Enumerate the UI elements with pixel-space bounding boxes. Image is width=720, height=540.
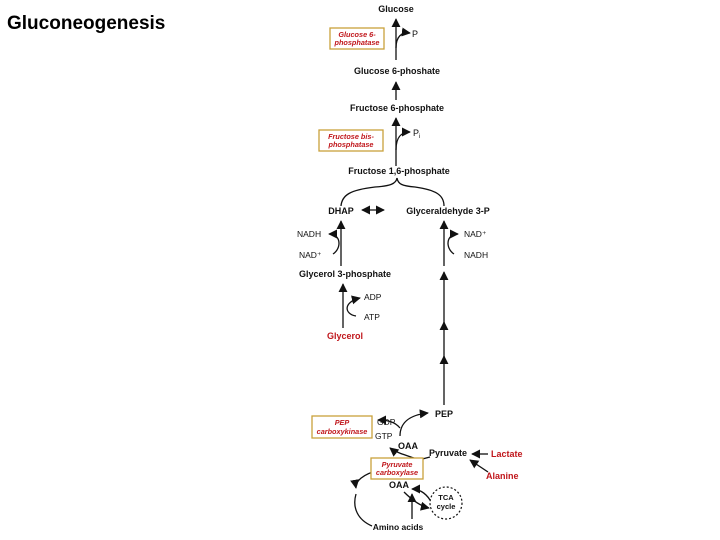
glucose-6-phosphate-label: Glucose 6-phoshate: [354, 66, 440, 76]
glucose-label: Glucose: [378, 4, 414, 14]
enzyme-label-pc-line2: carboxylase: [376, 468, 418, 477]
gdp-label: GDP: [377, 417, 396, 427]
amino-acids-label: Amino acids: [373, 522, 424, 532]
arrow-tca-to-oaa: [411, 484, 431, 501]
arrow-oaa-to-tca: [403, 491, 430, 511]
atp-adp-curve: [346, 295, 361, 317]
tca-label-line1: TCA: [438, 493, 454, 502]
phosphate-label-2: Pi: [413, 128, 420, 140]
arrow-oaa-to-pep: [399, 409, 429, 437]
amino-acids-loop: [354, 493, 373, 527]
gtp-gdp-curve: [377, 415, 401, 429]
arrow-alanine-to-pyruvate: [469, 459, 489, 473]
nad-nadh-curve-left: [328, 229, 340, 255]
enzyme-label-fructose-bisphosphatase-line1: Fructose bis-: [328, 132, 374, 141]
gtp-label: GTP: [375, 431, 393, 441]
pep-label: PEP: [435, 409, 453, 419]
nad-nadh-curve-right: [447, 229, 459, 255]
enzyme-label-pc-line1: Pyruvate: [382, 460, 413, 469]
glycerol-label: Glycerol: [327, 331, 363, 341]
oaa-label-bottom: OAA: [389, 480, 410, 490]
nadh-label-right: NADH: [464, 250, 488, 260]
adp-label: ADP: [364, 292, 382, 302]
enzyme-label-pepck-line1: PEP: [335, 418, 350, 427]
glyceraldehyde-3-p-label: Glyceraldehyde 3-P: [406, 206, 490, 216]
slide-title: Gluconeogenesis: [7, 13, 166, 34]
enzyme-box-glucose-6-phosphatase: [329, 27, 385, 50]
merge-curve-dhap: [340, 177, 398, 207]
lactate-label: Lactate: [491, 449, 523, 459]
alanine-label: Alanine: [486, 471, 519, 481]
pyruvate-label: Pyruvate: [429, 448, 467, 458]
dhap-label: DHAP: [328, 206, 354, 216]
nadh-label-left: NADH: [297, 229, 321, 239]
nad-label-left: NAD⁺: [299, 250, 322, 260]
atp-label: ATP: [364, 312, 380, 322]
enzyme-box-pyruvate-carboxylase: [370, 457, 424, 480]
phosphate-release-arrow: [395, 27, 411, 49]
oaa-label-top: OAA: [398, 441, 419, 451]
enzyme-label-glucose-6-phosphatase-line1: Glucose 6-: [338, 30, 376, 39]
enzyme-box-fructose-bisphosphatase: [318, 129, 384, 152]
tca-cycle-circle: [429, 486, 463, 520]
phosphate-label-1: P: [412, 29, 418, 39]
enzyme-label-fructose-bisphosphatase-line2: phosphatase: [327, 140, 373, 149]
enzyme-label-pepck-line2: carboxykinase: [317, 427, 368, 436]
merge-curve-g3p: [396, 177, 445, 207]
nad-label-right: NAD⁺: [464, 229, 487, 239]
fructose-6-phosphate-label: Fructose 6-phosphate: [350, 103, 444, 113]
tca-label-line2: cycle: [437, 502, 456, 511]
enzyme-label-glucose-6-phosphatase-line2: phosphatase: [333, 38, 379, 47]
pi-release-arrow: [395, 127, 411, 151]
fructose-1-6-phosphate-label: Fructose 1,6-phosphate: [348, 166, 450, 176]
glycerol-3-phosphate-label: Glycerol 3-phosphate: [299, 269, 391, 279]
enzyme-box-pep-carboxykinase: [311, 415, 373, 439]
